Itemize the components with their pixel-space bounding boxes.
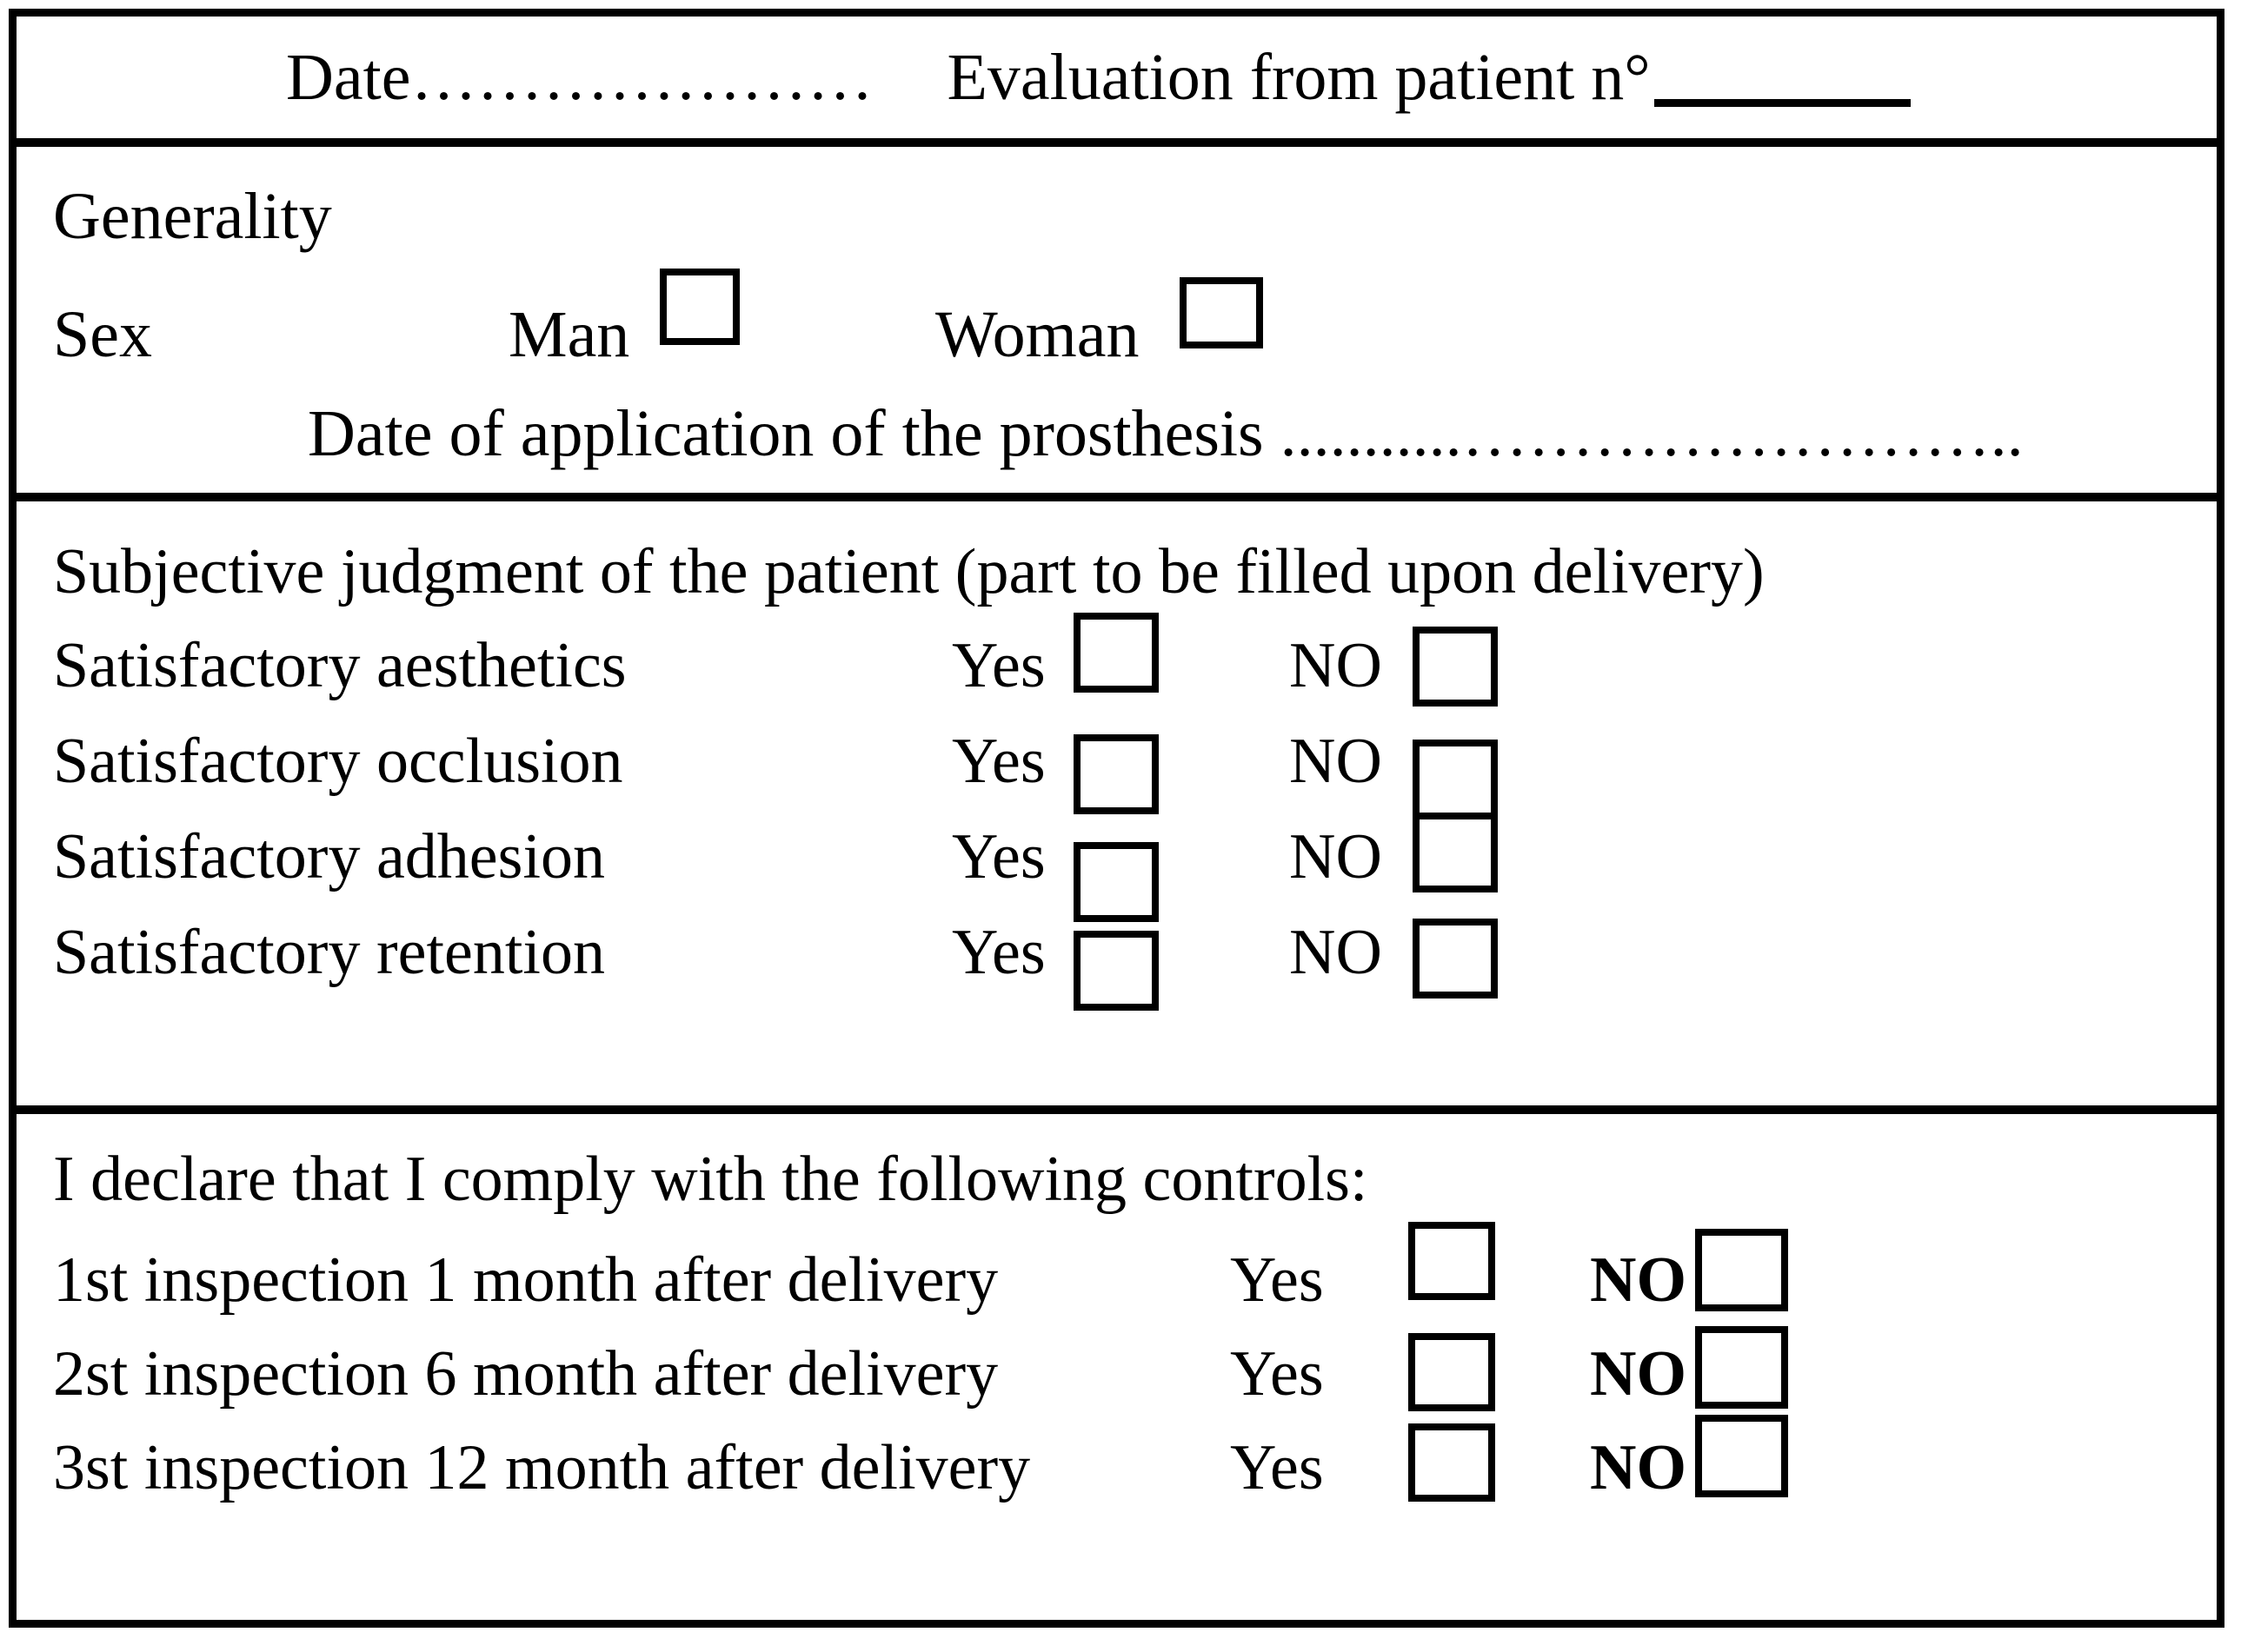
inspection1-no-checkbox[interactable]	[1695, 1229, 1788, 1311]
retention-no-checkbox[interactable]	[1413, 919, 1498, 998]
adhesion-yes-label: Yes	[952, 821, 1046, 892]
generality-section: Generality Sex Man Woman Date of applica…	[17, 147, 2217, 501]
evaluation-form: Date………………… Evaluation from patient n° G…	[9, 9, 2224, 1628]
retention-yes-label: Yes	[952, 917, 1046, 988]
inspection3-label: 3st inspection 12 month after delivery	[53, 1432, 1031, 1503]
retention-no-label: NO	[1289, 917, 1382, 988]
adhesion-label: Satisfactory adhesion	[53, 821, 605, 892]
occlusion-yes-label: Yes	[952, 726, 1046, 797]
inspection3-yes-label: Yes	[1230, 1432, 1324, 1503]
woman-checkbox[interactable]	[1180, 277, 1263, 348]
aesthetics-yes-checkbox[interactable]	[1074, 613, 1159, 693]
inspection2-yes-checkbox[interactable]	[1408, 1333, 1495, 1411]
woman-label: Woman	[935, 298, 1140, 371]
date-label: Date…………………	[286, 40, 874, 114]
inspection2-no-label: NO	[1590, 1338, 1686, 1410]
aesthetics-no-checkbox[interactable]	[1413, 627, 1498, 707]
inspection1-label: 1st inspection 1 month after delivery	[53, 1244, 999, 1316]
patient-number-label: Evaluation from patient n°	[947, 40, 1651, 114]
occlusion-no-checkbox[interactable]	[1413, 740, 1498, 819]
application-date-label: Date of application of the prosthesis ..…	[308, 397, 2024, 470]
inspection3-yes-checkbox[interactable]	[1408, 1423, 1495, 1502]
inspection2-no-checkbox[interactable]	[1695, 1326, 1788, 1409]
inspection2-yes-label: Yes	[1230, 1338, 1324, 1410]
subjective-section: Subjective judgment of the patient (part…	[17, 501, 2217, 1114]
inspection1-no-label: NO	[1590, 1244, 1686, 1316]
inspection1-yes-checkbox[interactable]	[1408, 1222, 1495, 1300]
inspection3-no-label: NO	[1590, 1432, 1686, 1503]
inspection1-yes-label: Yes	[1230, 1244, 1324, 1316]
declaration-title: I declare that I comply with the followi…	[53, 1144, 1368, 1215]
occlusion-yes-checkbox[interactable]	[1074, 734, 1159, 814]
sex-label: Sex	[53, 298, 152, 371]
inspection2-label: 2st inspection 6 month after delivery	[53, 1338, 999, 1410]
aesthetics-yes-label: Yes	[952, 630, 1046, 701]
inspection3-no-checkbox[interactable]	[1695, 1415, 1788, 1497]
man-checkbox[interactable]	[660, 269, 740, 345]
header-section: Date………………… Evaluation from patient n°	[17, 17, 2217, 147]
adhesion-no-checkbox[interactable]	[1413, 813, 1498, 892]
man-label: Man	[509, 298, 630, 371]
occlusion-no-label: NO	[1289, 726, 1382, 797]
aesthetics-no-label: NO	[1289, 630, 1382, 701]
retention-label: Satisfactory retention	[53, 917, 605, 988]
occlusion-label: Satisfactory occlusion	[53, 726, 623, 797]
adhesion-yes-checkbox[interactable]	[1074, 842, 1159, 922]
aesthetics-label: Satisfactory aesthetics	[53, 630, 627, 701]
retention-yes-checkbox[interactable]	[1074, 931, 1159, 1011]
generality-title: Generality	[53, 180, 332, 253]
declaration-section: I declare that I comply with the followi…	[17, 1114, 2217, 1620]
subjective-title: Subjective judgment of the patient (part…	[53, 536, 1765, 607]
patient-number-blank[interactable]	[1653, 49, 1911, 107]
adhesion-no-label: NO	[1289, 821, 1382, 892]
